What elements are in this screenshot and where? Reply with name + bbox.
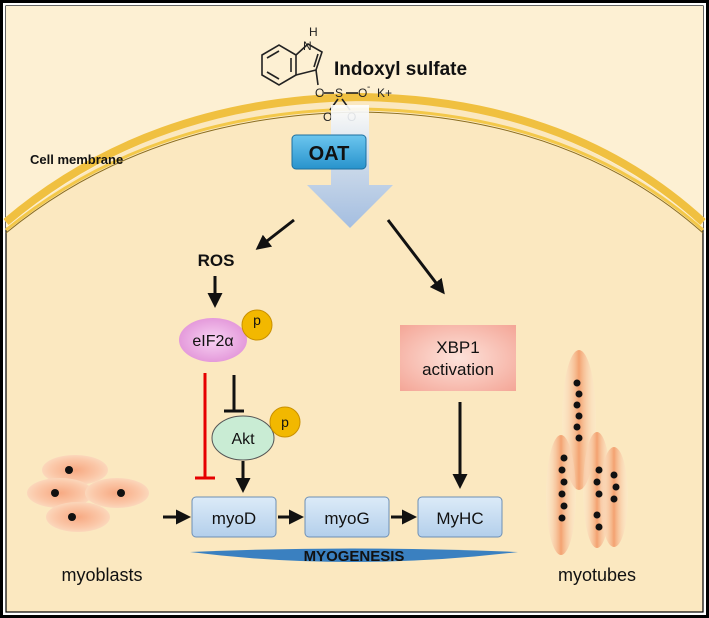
indoxyl-sulfate-structure	[261, 43, 358, 111]
myogenesis-bar	[190, 548, 518, 562]
xbp1-label-line1: XBP1	[436, 338, 479, 357]
oat-label: OAT	[309, 143, 350, 165]
cell-membrane-label: Cell membrane	[30, 152, 123, 167]
eif2a-phospho-badge	[241, 309, 273, 341]
myoblast-cells	[27, 455, 149, 532]
eif2a-phospho-label: p	[253, 312, 261, 328]
myog-box	[304, 496, 390, 538]
compound-name: Indoxyl sulfate	[334, 59, 467, 80]
atom-k-plus: K+	[377, 86, 392, 100]
xbp1-label-line2: activation	[422, 360, 494, 379]
atom-o-bottom-left: O	[323, 110, 332, 124]
atom-minus: -	[367, 82, 370, 93]
xbp1-node	[400, 325, 516, 391]
oat-transporter	[291, 134, 367, 170]
myotubes-label: myotubes	[558, 565, 636, 585]
myod-box	[191, 496, 277, 538]
myoblasts-label: myoblasts	[61, 565, 142, 585]
arrow-to-xbp1	[386, 219, 445, 295]
myhc-box	[417, 496, 503, 538]
myogenesis-label: MYOGENESIS	[304, 548, 405, 565]
atom-n: N	[303, 39, 312, 53]
akt-phospho-badge	[269, 406, 301, 438]
atom-s: S	[335, 86, 343, 100]
cell-membrane-outer	[3, 92, 706, 226]
eif2a-node	[179, 318, 247, 362]
akt-phospho-label: p	[281, 414, 289, 430]
ros-label: ROS	[198, 251, 235, 270]
eif2a-label: eIF2α	[192, 333, 233, 350]
extracellular-region	[6, 6, 703, 228]
myod-label: myoD	[212, 509, 256, 528]
myhc-label: MyHC	[436, 509, 483, 528]
atom-o-minus: O	[358, 86, 367, 100]
atom-o: O	[315, 86, 324, 100]
akt-node	[211, 415, 275, 461]
akt-label: Akt	[231, 431, 255, 448]
atom-nh: H	[309, 25, 318, 39]
myog-label: myoG	[324, 509, 369, 528]
arrow-to-ros	[255, 218, 295, 250]
myotube-cells	[546, 350, 628, 555]
